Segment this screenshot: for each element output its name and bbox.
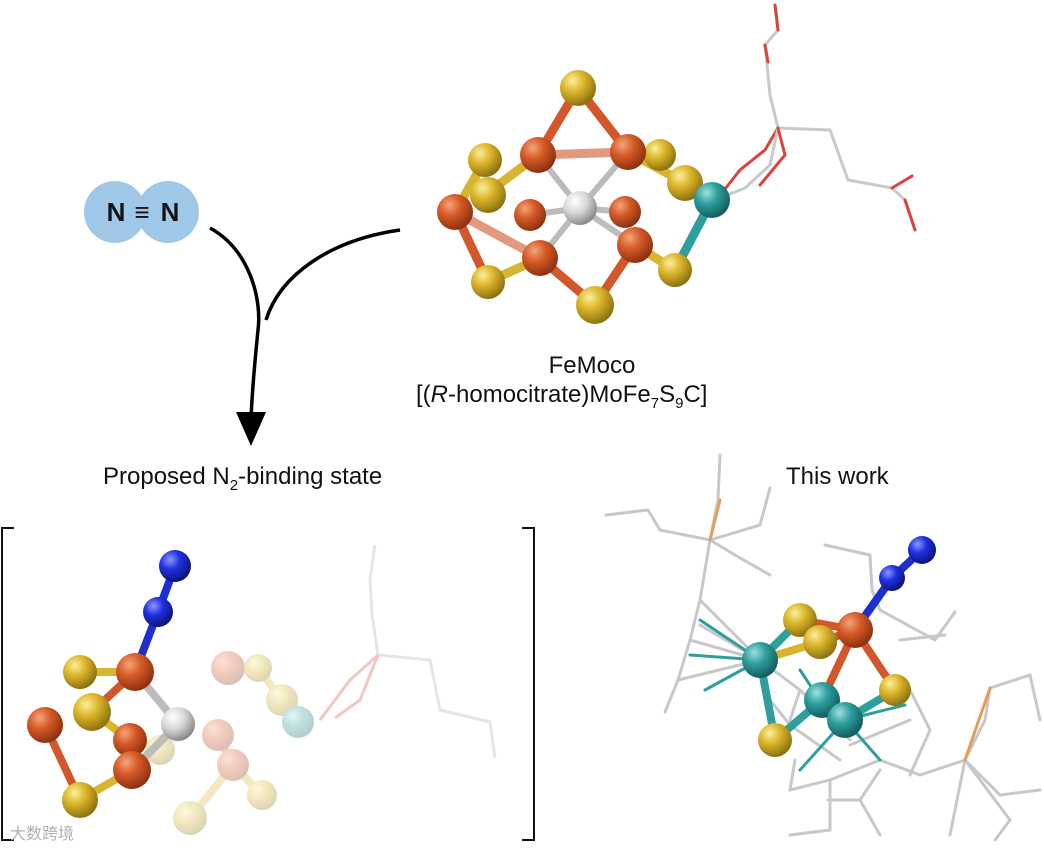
molybdenum-atom xyxy=(742,642,778,678)
sulfur-atom xyxy=(468,143,502,177)
arrow-head xyxy=(236,412,266,446)
proposed-text-before: Proposed N xyxy=(103,463,230,490)
femoco-structure xyxy=(437,5,915,324)
carbide-atom xyxy=(563,191,597,225)
arrow-from-femoco xyxy=(266,230,400,320)
n2-triple-bond: ≡ xyxy=(134,197,149,227)
sulfur-atom xyxy=(803,625,837,659)
iron-atom xyxy=(437,194,473,230)
nitrogen-atom xyxy=(879,565,905,591)
iron-atom xyxy=(520,137,556,173)
iron-atom xyxy=(522,240,558,276)
proposed-text-after: -binding state xyxy=(238,463,382,490)
nitrogen-atom xyxy=(159,550,191,582)
iron-atom xyxy=(116,653,154,691)
bracket-right xyxy=(522,528,534,840)
sulfur-atom xyxy=(73,693,111,731)
formula-part-s: S xyxy=(659,381,675,408)
iron-atom xyxy=(113,751,151,789)
nitrogen-atom xyxy=(908,536,936,564)
sulfur-atom xyxy=(62,782,98,818)
proposed-structure xyxy=(27,545,495,835)
sulfur-atom xyxy=(470,177,506,213)
formula-part-end: C] xyxy=(683,381,707,408)
sulfur-atom xyxy=(63,655,97,689)
molybdenum-atom xyxy=(694,182,730,218)
iron-atom xyxy=(617,227,653,263)
faded-cluster xyxy=(145,545,495,835)
n2-molecule: N ≡ N xyxy=(84,181,199,243)
this-work-structure xyxy=(606,455,1040,840)
sulfur-atom xyxy=(471,265,505,299)
sulfur-atom xyxy=(644,139,676,171)
formula-part-r: R xyxy=(431,381,448,408)
femoco-formula: [(R-homocitrate)MoFe7S9C] xyxy=(416,381,707,412)
watermark: 大数跨境 xyxy=(10,820,74,844)
sulfur-atom xyxy=(758,723,792,757)
iron-atom xyxy=(609,196,641,228)
n2-left-atom: N xyxy=(107,197,126,227)
homocitrate-sticks xyxy=(715,5,915,230)
iron-atom xyxy=(610,134,646,170)
n2-right-atom: N xyxy=(161,197,180,227)
nitrogen-atom xyxy=(143,597,173,627)
formula-part-mid: -homocitrate)MoFe xyxy=(448,381,651,408)
sulfur-atom xyxy=(658,253,692,287)
arrow-from-n2 xyxy=(210,228,259,420)
molybdenum-atom xyxy=(827,702,863,738)
sulfur-atom xyxy=(879,674,911,706)
iron-atom xyxy=(837,612,873,648)
iron-atom xyxy=(27,707,63,743)
this-work-label: This work xyxy=(786,463,889,491)
sulfur-atom xyxy=(576,286,614,324)
femoco-name: FeMoco xyxy=(527,352,657,380)
proposed-subscript: 2 xyxy=(230,477,238,494)
formula-part-open: [( xyxy=(416,381,431,408)
proposed-state-label: Proposed N2-binding state xyxy=(103,463,382,494)
carbide-atom xyxy=(161,707,195,741)
iron-atom xyxy=(514,199,546,231)
formula-sub-fe: 7 xyxy=(651,395,659,412)
reaction-arrow xyxy=(210,228,400,420)
sulfur-atom xyxy=(560,70,596,106)
bracket-left xyxy=(2,528,14,840)
